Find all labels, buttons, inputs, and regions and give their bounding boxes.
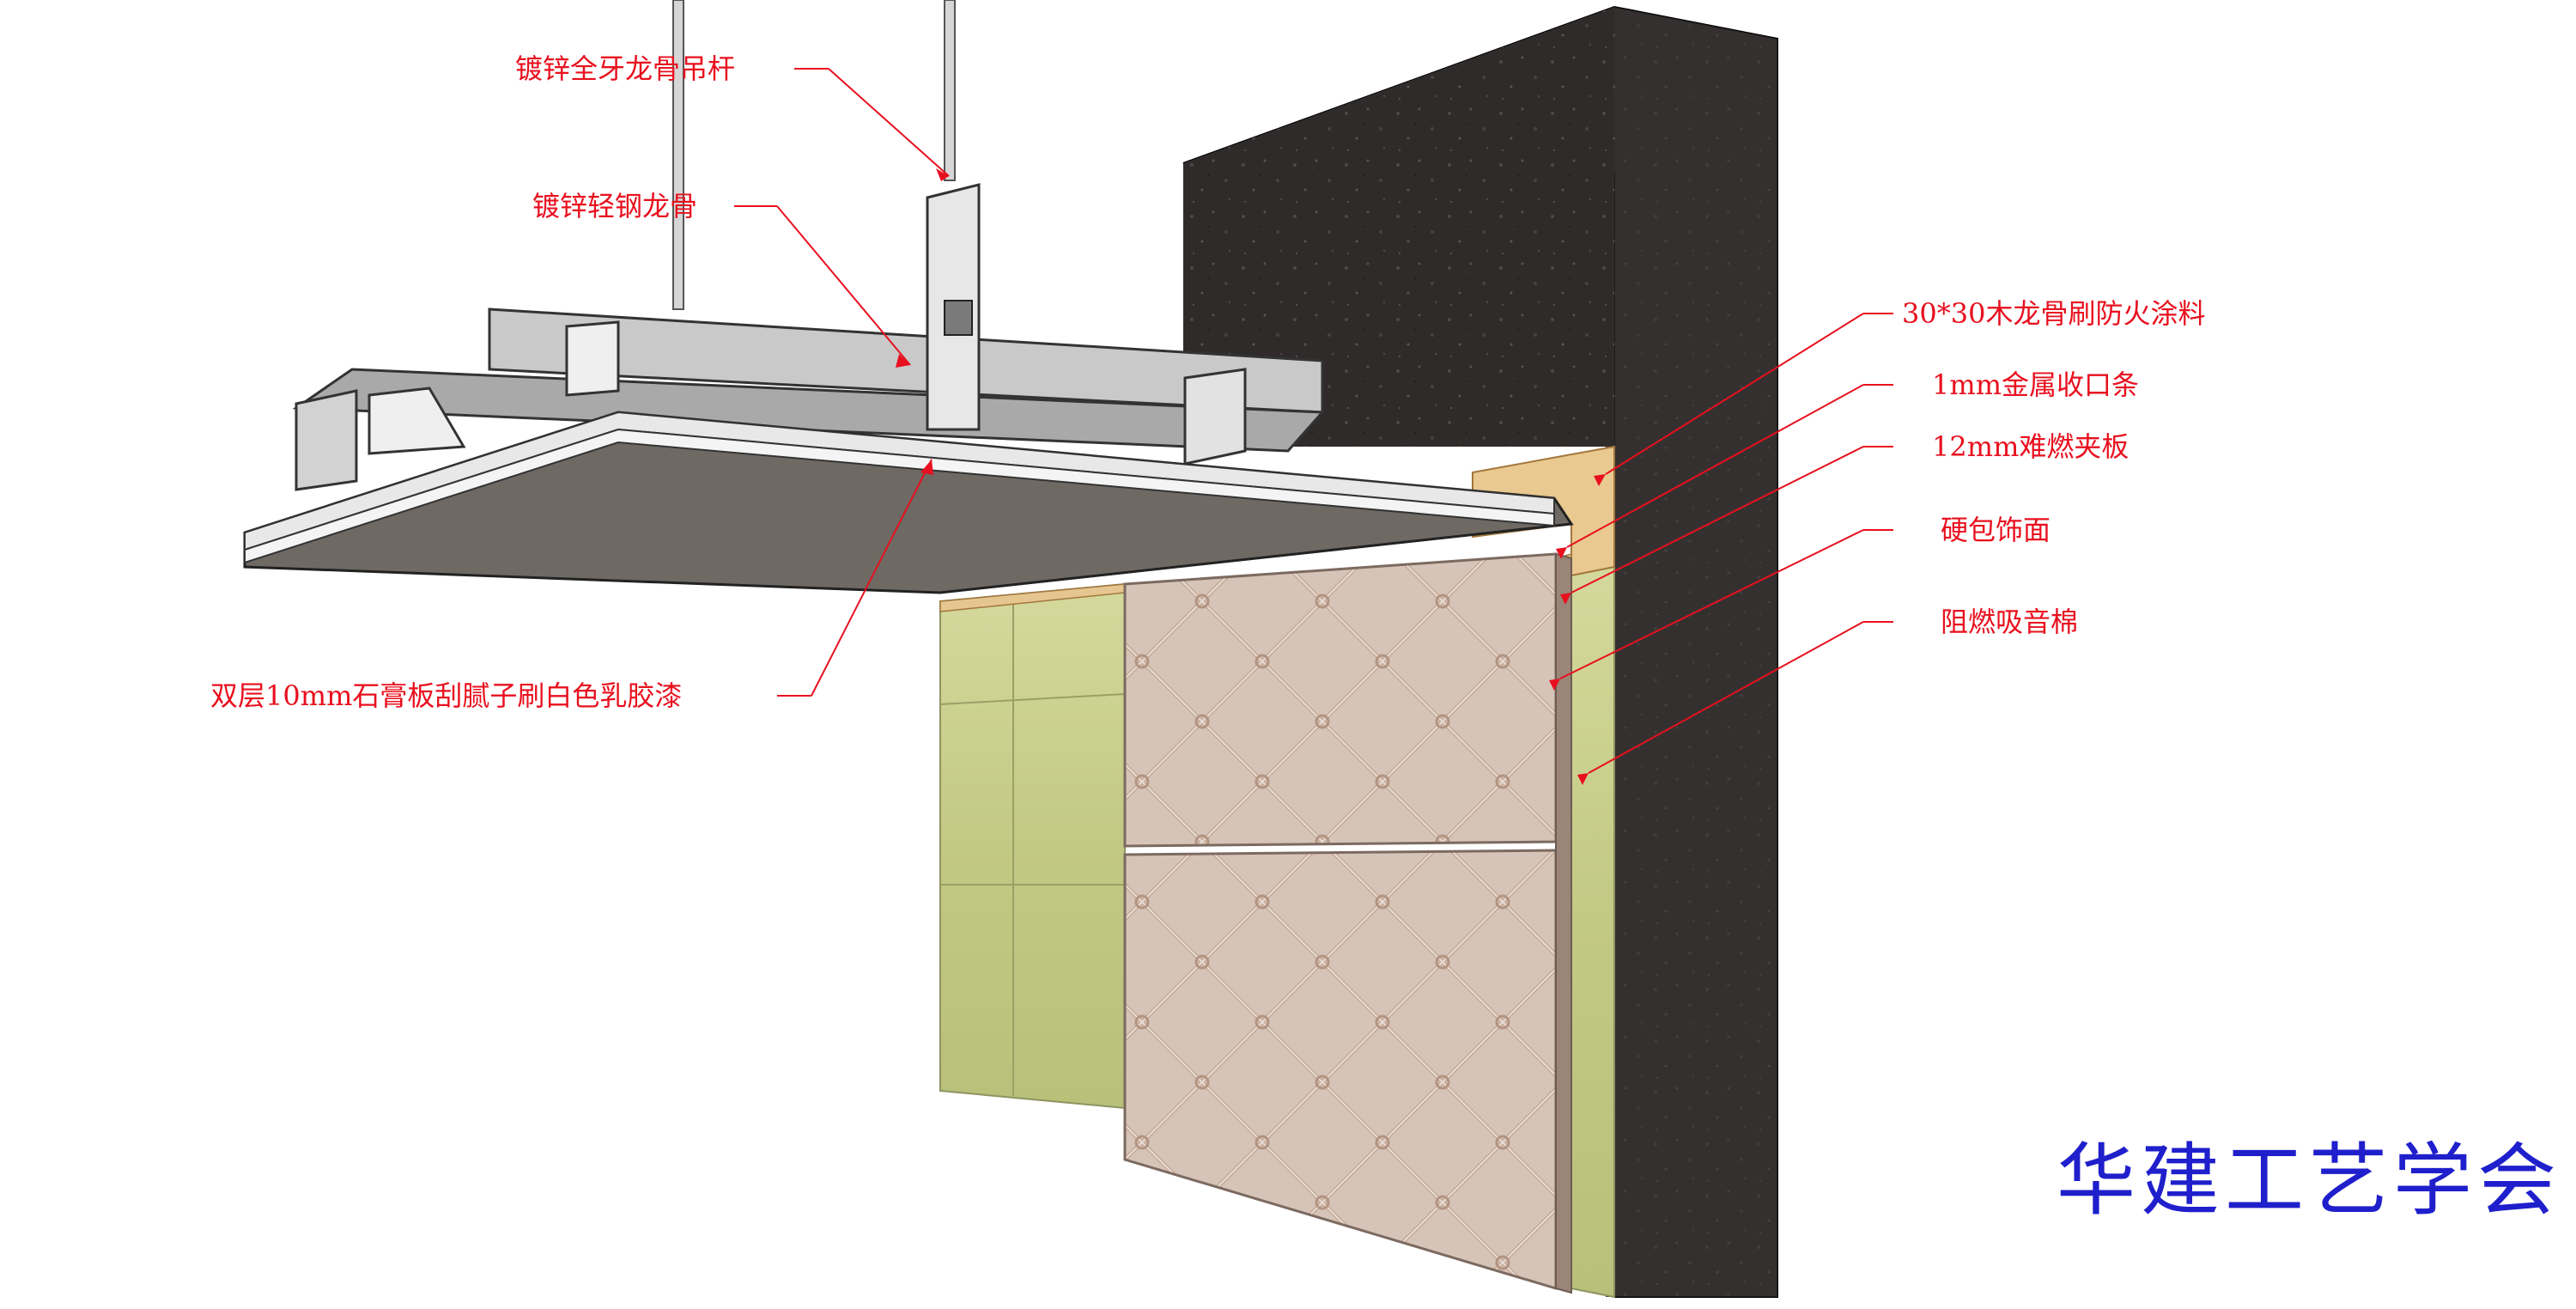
concrete-wall [1182,5,1778,1298]
label-wood-keel: 30*30木龙骨刷防火涂料 [1902,297,2206,330]
leader-arrowheads [896,168,1606,785]
label-gypsum-board: 双层10mm石膏板刮腻子刷白色乳胶漆 [210,679,683,712]
label-metal-strip: 1mm金属收口条 [1932,368,2140,401]
label-steel-keel: 镀锌轻钢龙骨 [532,190,698,222]
label-soft-pack: 硬包饰面 [1941,514,2051,546]
leader-lines [734,68,1893,774]
label-hanging-rod: 镀锌全牙龙骨吊杆 [515,52,736,85]
label-fire-board: 12mm难燃夹板 [1932,430,2129,463]
acoustic-wool [939,548,1615,1299]
hanging-rods [672,0,956,310]
gypsum-ceiling [243,411,1574,594]
label-acoustic-wool: 阻燃吸音棉 [1941,606,2079,638]
soft-pack-panels [1123,552,1572,1294]
watermark-text: 华建工艺学会 [2057,1135,2562,1227]
